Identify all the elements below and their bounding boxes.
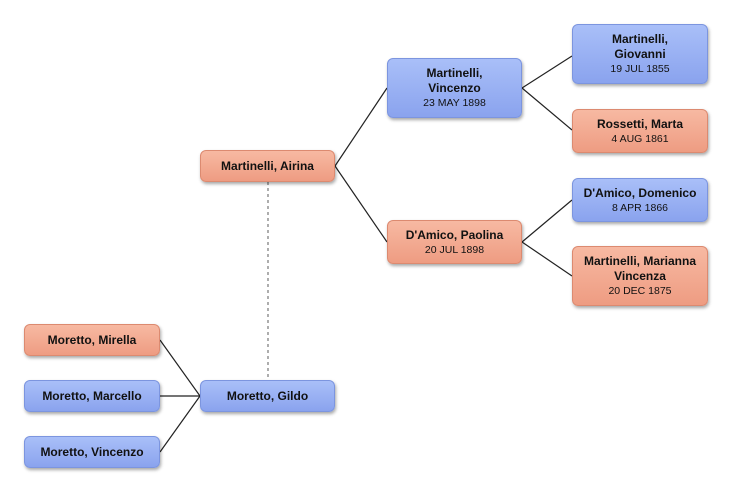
person-birth-date: 4 AUG 1861 xyxy=(611,132,669,145)
link-airina-paolina xyxy=(334,165,388,243)
link-vincenzo-giovanni xyxy=(521,55,573,89)
person-birth-date: 8 APR 1866 xyxy=(611,201,669,214)
person-moretto-gildo[interactable]: Moretto, Gildo xyxy=(200,380,335,412)
person-damico-paolina[interactable]: D'Amico, Paolina 20 JUL 1898 xyxy=(387,220,522,264)
person-martinelli-vincenzo[interactable]: Martinelli, Vincenzo 23 MAY 1898 xyxy=(387,58,522,118)
link-gildo-vincenzo xyxy=(159,395,201,453)
person-name: Moretto, Gildo xyxy=(226,388,309,403)
link-paolina-domenico xyxy=(521,199,573,243)
link-airina-vincenzo xyxy=(334,87,388,167)
person-rossetti-marta[interactable]: Rossetti, Marta 4 AUG 1861 xyxy=(572,109,708,153)
person-name: Martinelli, Giovanni xyxy=(611,32,668,61)
person-name: Martinelli, Vincenzo xyxy=(426,66,483,95)
person-name: D'Amico, Domenico xyxy=(583,185,697,200)
person-martinelli-marianna-vincenza[interactable]: Martinelli, Marianna Vincenza 20 DEC 187… xyxy=(572,246,708,306)
person-name: Rossetti, Marta xyxy=(596,116,684,131)
person-moretto-vincenzo[interactable]: Moretto, Vincenzo xyxy=(24,436,160,468)
person-birth-date: 23 MAY 1898 xyxy=(423,97,486,109)
person-damico-domenico[interactable]: D'Amico, Domenico 8 APR 1866 xyxy=(572,178,708,222)
link-gildo-mirella xyxy=(159,339,201,397)
person-birth-date: 20 JUL 1898 xyxy=(424,243,485,256)
person-name: Martinelli, Airina xyxy=(221,158,314,173)
person-birth-date: 20 DEC 1875 xyxy=(608,285,672,297)
person-name: D'Amico, Paolina xyxy=(405,227,504,242)
person-name: Moretto, Vincenzo xyxy=(40,444,144,459)
person-name: Moretto, Marcello xyxy=(42,388,142,403)
person-martinelli-giovanni[interactable]: Martinelli, Giovanni 19 JUL 1855 xyxy=(572,24,708,84)
person-birth-date: 19 JUL 1855 xyxy=(610,63,670,75)
link-vincenzo-marta xyxy=(521,87,573,131)
person-name: Moretto, Mirella xyxy=(47,332,137,347)
person-moretto-mirella[interactable]: Moretto, Mirella xyxy=(24,324,160,356)
link-paolina-marianna xyxy=(521,241,573,277)
person-martinelli-airina[interactable]: Martinelli, Airina xyxy=(200,150,335,182)
person-name: Martinelli, Marianna Vincenza xyxy=(583,254,697,283)
person-moretto-marcello[interactable]: Moretto, Marcello xyxy=(24,380,160,412)
